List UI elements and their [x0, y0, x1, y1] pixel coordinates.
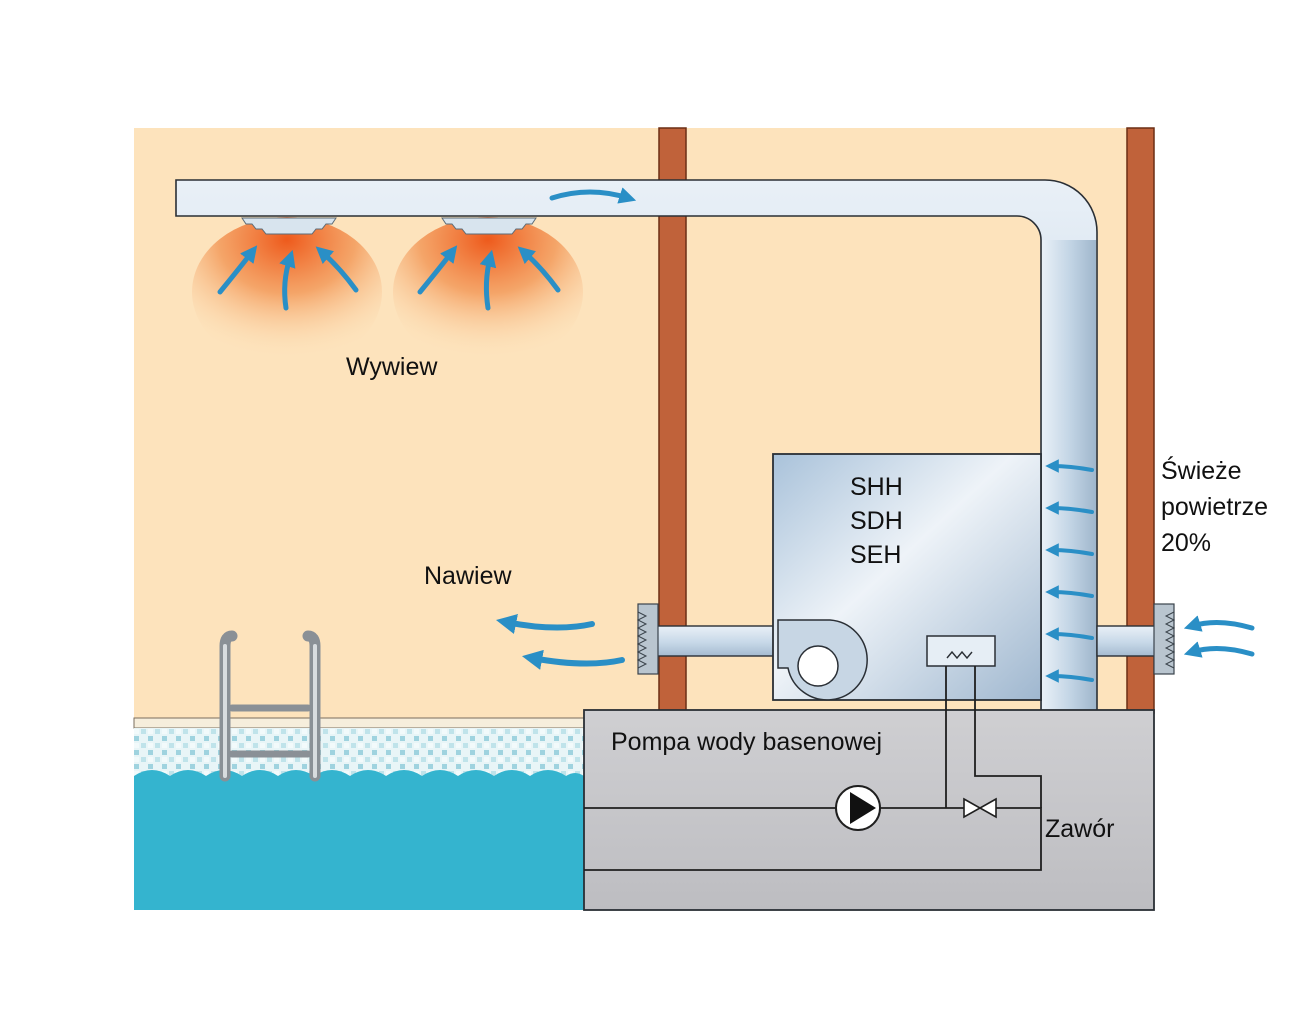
- valve-label: Zawór: [1045, 815, 1114, 843]
- unit-model-label: SEH: [850, 541, 901, 569]
- grille-icon: [1153, 603, 1176, 675]
- intake-arrow: [1045, 459, 1094, 473]
- duct-vertical-shade: [1042, 240, 1096, 710]
- supply-label: Nawiew: [424, 562, 512, 590]
- exhaust-arrow: [517, 246, 561, 293]
- column-left: [658, 127, 687, 714]
- exhaust-arrow: [315, 246, 359, 293]
- pool-ladder-icon: [219, 630, 321, 782]
- supply-branch-duct: [649, 625, 779, 657]
- ceiling-diffuser-icon: [441, 217, 537, 235]
- exhaust-arrow: [479, 249, 497, 311]
- pump-symbol-icon: [835, 785, 881, 831]
- valve-symbol-icon: [963, 797, 997, 819]
- fresh-air-duct: [1096, 625, 1164, 657]
- pool-pump-label: Pompa wody basenowej: [611, 728, 882, 756]
- fresh-air-percent-label: 20%: [1161, 529, 1211, 557]
- ceiling-diffuser-icon: [241, 217, 337, 235]
- fresh-air-label: powietrze: [1161, 493, 1268, 521]
- intake-arrow: [1045, 585, 1094, 599]
- fresh-air-arrow: [1183, 641, 1255, 658]
- fresh-air-arrow: [1183, 615, 1255, 632]
- pool-water: [134, 770, 584, 910]
- heat-exchanger-icon: [926, 635, 996, 667]
- supply-arrow: [521, 649, 625, 670]
- unit-model-label: SHH: [850, 473, 903, 501]
- intake-arrow: [1045, 669, 1094, 683]
- exhaust-arrow: [417, 245, 458, 295]
- grille-icon: [636, 603, 659, 675]
- intake-arrow: [1045, 543, 1094, 557]
- duct-flow-arrow: [549, 187, 637, 204]
- exhaust-arrow: [217, 245, 258, 295]
- intake-arrow: [1045, 501, 1094, 515]
- unit-model-label: SDH: [850, 507, 903, 535]
- intake-arrow: [1045, 627, 1094, 641]
- exhaust-label: Wywiew: [346, 353, 438, 381]
- column-right: [1126, 127, 1155, 714]
- supply-arrow: [495, 613, 595, 635]
- pool-mosaic: [134, 728, 584, 778]
- centrifugal-fan-icon: [777, 619, 868, 701]
- exhaust-arrow: [279, 249, 296, 311]
- fresh-air-label: Świeże: [1161, 455, 1242, 485]
- pool-deck: [133, 717, 585, 729]
- water-circuit: [584, 666, 1042, 871]
- supply-duct: [175, 179, 1098, 711]
